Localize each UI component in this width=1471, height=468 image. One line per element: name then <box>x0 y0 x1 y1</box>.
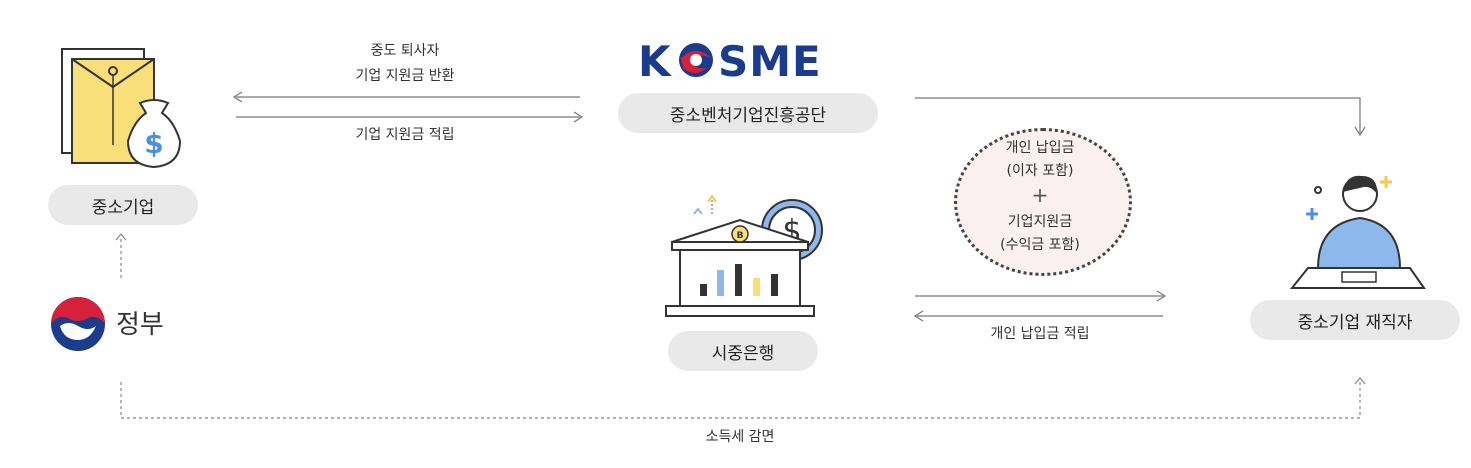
kosme-employee-arrow <box>915 97 1361 133</box>
kosme-logo-icon: K SME <box>638 38 822 82</box>
tax-dashed-line <box>120 382 1361 419</box>
circle-line2: (이자 포함) <box>1006 163 1074 179</box>
svg-text:$: $ <box>144 127 163 160</box>
accumulate-company-label: 기업 지원금 적립 <box>355 127 455 143</box>
svg-text:B: B <box>737 231 744 241</box>
employee-icon <box>1289 175 1426 289</box>
government-label: 정부 <box>116 310 164 340</box>
bank-icon: $ B <box>665 194 823 317</box>
government-logo-icon <box>51 297 105 351</box>
sme-pill: 중소기업 <box>48 185 198 225</box>
return-label-line1: 중도 퇴사자 <box>370 43 440 59</box>
circle-plus: + <box>1031 183 1049 207</box>
combined-fund-circle <box>954 128 1132 276</box>
employee-pill: 중소기업 재직자 <box>1250 300 1460 340</box>
return-label-line2: 기업 지원금 반환 <box>355 68 455 84</box>
circle-line1: 개인 납입금 <box>1005 140 1075 156</box>
envelope-money-icon: $ <box>61 48 182 169</box>
kosme-name-pill: 중소벤처기업진흥공단 <box>618 93 878 133</box>
svg-text:SME: SME <box>718 38 822 82</box>
circle-line3: 기업지원금 <box>1007 214 1073 230</box>
personal-accumulate-label: 개인 납입금 적립 <box>990 326 1090 342</box>
bank-pill: 시중은행 <box>668 331 818 371</box>
tax-reduction-label: 소득세 감면 <box>705 429 775 445</box>
svg-text:K: K <box>638 38 672 82</box>
circle-line4: (수익금 포함) <box>1000 237 1080 253</box>
